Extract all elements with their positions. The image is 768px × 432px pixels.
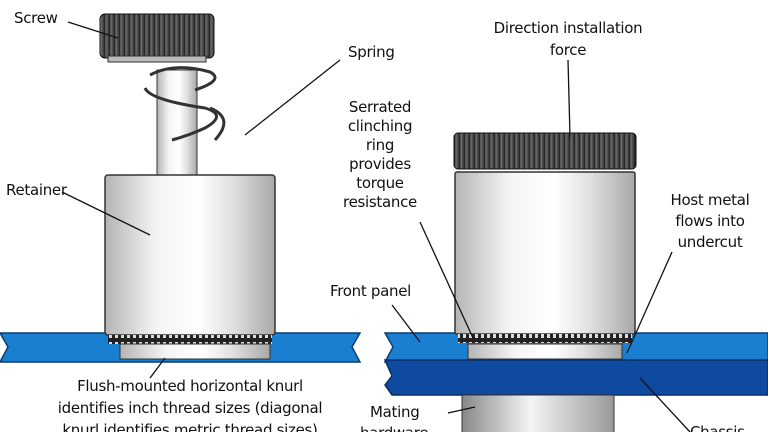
label-host-line2: flows into <box>675 212 745 230</box>
label-flush-line1: Flush-mounted horizontal knurl <box>77 377 303 395</box>
label-flush-line2: identifies inch thread sizes (diagonal <box>57 399 323 417</box>
label-retainer: Retainer <box>6 181 67 199</box>
right-knob <box>453 132 637 170</box>
right-flange <box>467 343 623 360</box>
left-shaft <box>156 69 198 181</box>
chassis <box>383 359 768 396</box>
spring <box>143 66 226 142</box>
leader-lines <box>61 21 691 432</box>
label-screw: Screw <box>14 9 58 27</box>
serrated-clinching-ring <box>458 334 632 343</box>
label-flush-line3: knurl identifies metric thread sizes) <box>62 421 318 432</box>
label-serrated-line6: resistance <box>343 193 417 211</box>
retainer-body <box>104 174 276 336</box>
label-serrated-line5: torque <box>356 174 404 192</box>
label-serrated-line1: Serrated <box>348 98 412 116</box>
label-host-line3: undercut <box>677 233 743 251</box>
label-serrated-line2: clinching <box>347 117 413 135</box>
label-serrated-line3: ring <box>365 136 395 154</box>
label-direction-line1: Direction installation <box>493 19 643 37</box>
label-serrated-line4: provides <box>349 155 411 173</box>
label-direction-line2: force <box>549 41 587 59</box>
label-spring: Spring <box>348 43 395 61</box>
right-body <box>454 171 636 335</box>
screw-knob <box>99 13 215 63</box>
label-front-panel: Front panel <box>330 282 412 300</box>
left-flange <box>119 343 271 360</box>
label-mating-line2: hardware <box>360 423 429 432</box>
left-knurl-band <box>108 335 272 344</box>
label-chassis: Chassis <box>690 423 745 432</box>
label-host-line1: Host metal <box>670 191 750 209</box>
mating-hardware <box>461 394 615 432</box>
label-mating-line1: Mating <box>370 403 420 421</box>
